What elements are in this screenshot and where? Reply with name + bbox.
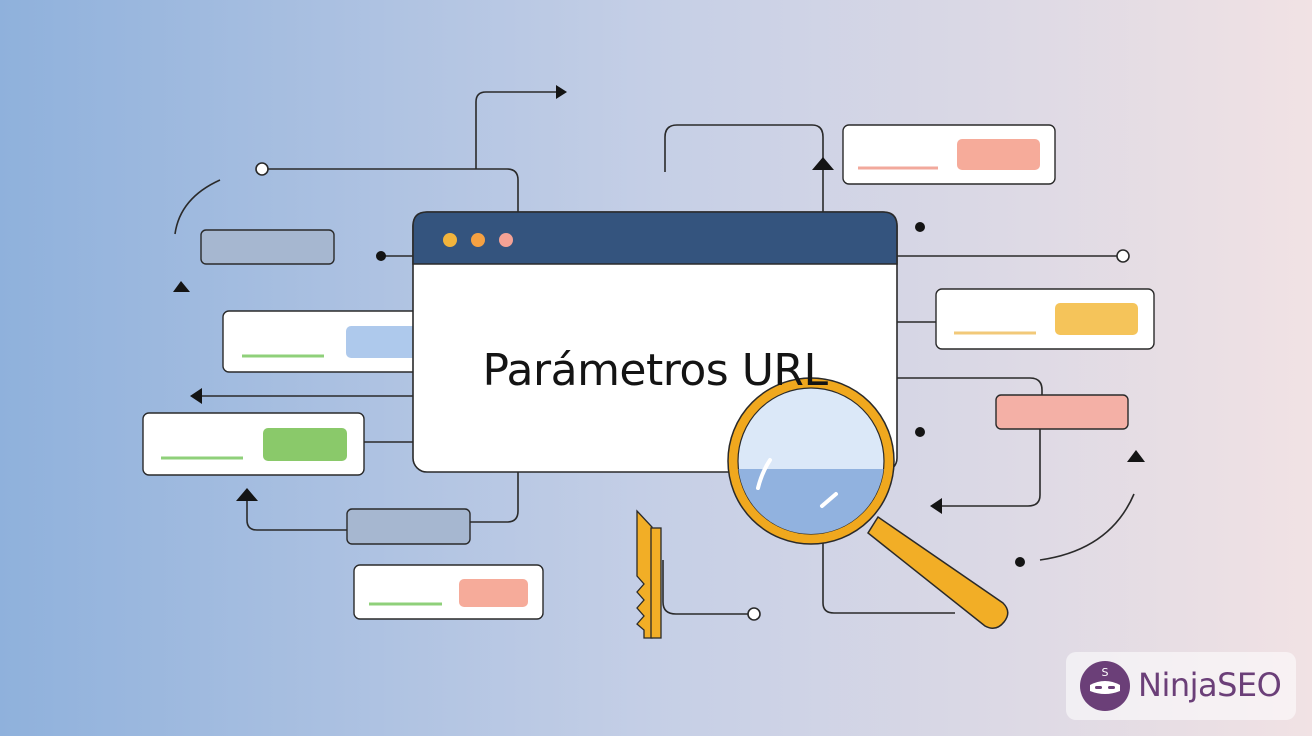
magnifying-glass-icon: [727, 377, 1009, 629]
endpoint-circles: [255, 162, 1130, 621]
badge-letter: S: [1102, 666, 1109, 679]
salmon-pill-right: [995, 394, 1129, 430]
window-dot-pink: [499, 233, 513, 247]
solid-dots: [376, 222, 1025, 567]
key-icon: [636, 509, 662, 639]
parameter-card-green: [142, 412, 365, 476]
connector-lines: [174, 91, 1135, 615]
window-dot-yellow: [443, 233, 457, 247]
parameter-card-salmon-top: [842, 124, 1056, 185]
ninjaseo-logo: S NinjaSEO: [1066, 652, 1296, 720]
grey-pill-bottom: [346, 508, 471, 545]
grey-pill-top-left: [200, 229, 335, 265]
brand-name: NinjaSEO: [1138, 666, 1282, 704]
parameter-card-yellow: [935, 288, 1155, 350]
parameter-card-salmon-bottom: [353, 564, 544, 620]
ninja-badge-icon: S: [1080, 661, 1130, 711]
arrow-icon: [173, 85, 1145, 514]
window-dot-orange: [471, 233, 485, 247]
parameter-card-blue: [222, 310, 447, 373]
